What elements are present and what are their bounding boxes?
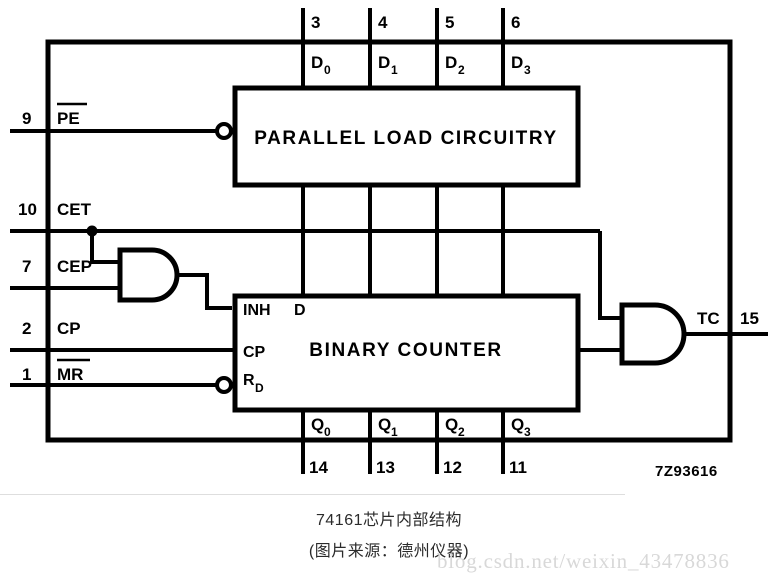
pin-number-13: 13 (376, 458, 395, 477)
data-output-label-q3: Q (511, 415, 524, 434)
data-output-pin-numbers: 14 13 12 11 (309, 458, 527, 477)
pin-number-5: 5 (445, 13, 454, 32)
data-input-labels: D 0 D 1 D 2 D 3 (311, 53, 531, 77)
pin-number-1: 1 (22, 365, 31, 384)
pin-number-4: 4 (378, 13, 388, 32)
chip-outline (45, 39, 733, 443)
counter-reset-label: R (243, 372, 255, 389)
data-output-sub-q2: 2 (458, 425, 465, 439)
data-input-pin-numbers: 3 4 5 6 (311, 13, 520, 32)
counter-inhibit-label: INH (243, 302, 271, 319)
pin-number-12: 12 (443, 458, 462, 477)
inversion-bubble-pe-icon (215, 122, 233, 140)
cet-branch-wire (90, 231, 120, 264)
input-mr-bar: 1 MR (10, 358, 233, 394)
parallel-load-block-label: PARALLEL LOAD CIRCUITRY (254, 128, 558, 149)
data-input-sub-d3: 3 (524, 63, 531, 77)
data-input-sub-d1: 1 (391, 63, 398, 77)
data-output-sub-q3: 3 (524, 425, 531, 439)
data-output-sub-q0: 0 (324, 425, 331, 439)
data-output-label-q0: Q (311, 415, 324, 434)
data-input-label-d0: D (311, 53, 323, 72)
counter-clock-label: CP (243, 344, 266, 361)
and-gate-terminal-count: TC 15 (619, 302, 768, 366)
binary-counter-block-label: BINARY COUNTER (309, 340, 502, 361)
counter-data-label: D (294, 302, 306, 319)
cet-to-tc-wire (598, 231, 622, 320)
pin-number-7: 7 (22, 257, 31, 276)
input-label-mr: MR (57, 365, 83, 384)
data-output-label-q2: Q (445, 415, 458, 434)
junction-dot-cet-icon (86, 225, 98, 237)
caption-line-source: (图片来源：德州仪器) (308, 543, 470, 560)
pin-number-6: 6 (511, 13, 520, 32)
pin-number-15: 15 (740, 309, 759, 328)
pin-number-2: 2 (22, 319, 31, 338)
pin-number-10: 10 (18, 200, 37, 219)
pin-number-3: 3 (311, 13, 320, 32)
input-label-cep: CEP (57, 257, 92, 276)
input-cp: 2 CP (10, 319, 235, 352)
caption-line-title: 74161芯片内部结构 (316, 512, 462, 529)
data-output-sub-q1: 1 (391, 425, 398, 439)
binary-counter-block (232, 293, 581, 413)
data-output-labels: Q 0 Q 1 Q 2 Q 3 (311, 415, 531, 439)
input-pe-bar: 9 PE (10, 102, 233, 140)
counter-reset-sub: D (255, 381, 264, 395)
parallel-load-block (232, 85, 581, 188)
data-input-sub-d2: 2 (458, 63, 465, 77)
part-code-label: 7Z93616 (655, 463, 718, 480)
logic-diagram: 3 4 5 6 D 0 D 1 D 2 D 3 PARALLEL LOAD CI… (10, 8, 768, 480)
input-cet: 10 CET (10, 200, 622, 320)
pin-number-14: 14 (309, 458, 328, 477)
caption-block: 74161芯片内部结构 (图片来源：德州仪器) (0, 505, 778, 567)
pin-number-11: 11 (509, 458, 527, 477)
input-cep: 7 CEP (10, 257, 120, 290)
data-input-label-d2: D (445, 53, 457, 72)
caption-separator (0, 494, 625, 495)
data-input-label-d1: D (378, 53, 390, 72)
and-gate-output-wire (177, 273, 232, 310)
input-label-cp: CP (57, 319, 81, 338)
pin-number-9: 9 (22, 109, 31, 128)
inversion-bubble-mr-icon (215, 376, 233, 394)
input-label-cet: CET (57, 200, 92, 219)
output-label-tc: TC (697, 309, 720, 328)
input-label-pe: PE (57, 109, 80, 128)
and-gate-enable (117, 247, 232, 310)
data-input-sub-d0: 0 (324, 63, 331, 77)
data-input-label-d3: D (511, 53, 523, 72)
data-output-label-q1: Q (378, 415, 391, 434)
